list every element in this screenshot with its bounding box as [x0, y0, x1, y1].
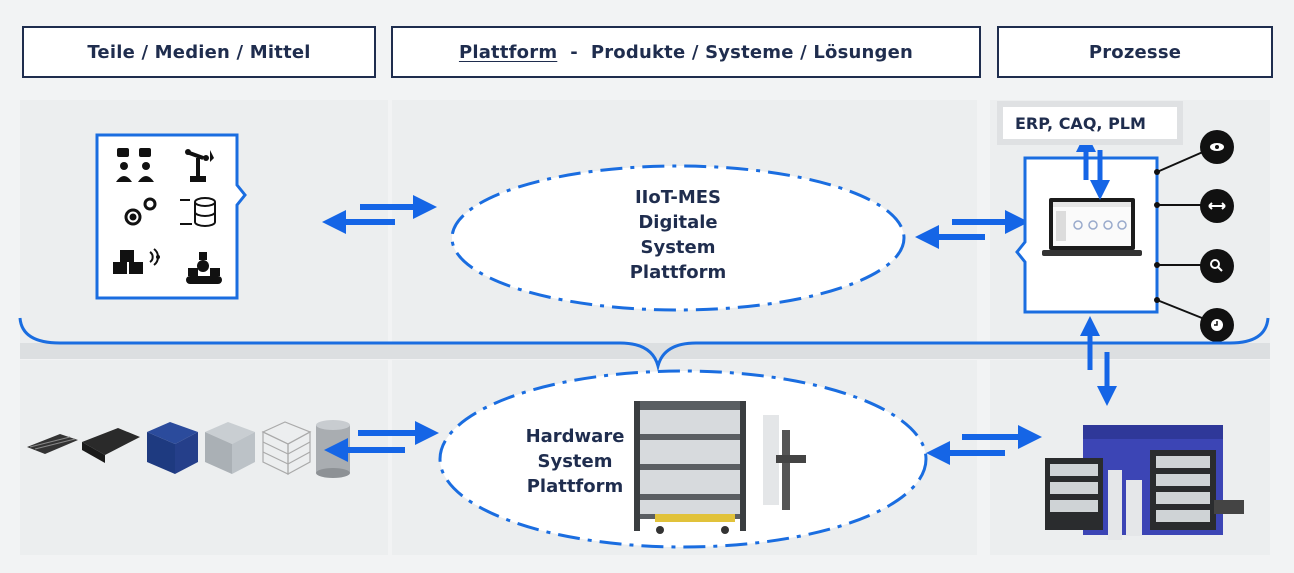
header-platform-underlined: Plattform: [458, 41, 558, 63]
metal-box-icon: [205, 422, 255, 474]
conveyor-icon: [186, 252, 222, 284]
lower-left-arrows: [324, 421, 439, 462]
iiot-line-4: Plattform: [629, 262, 727, 283]
header-platform: Plattform - Produkte / Systeme / Lösunge…: [391, 26, 981, 78]
rack-machine-icon: [634, 401, 806, 534]
hardware-line-3: Plattform: [526, 476, 624, 497]
iiot-line-1: IIoT-MES: [634, 187, 722, 208]
hardware-line-2: System: [537, 451, 613, 472]
upper-right-arrows: [915, 210, 1029, 249]
clock-icon: [1200, 308, 1234, 342]
tray-icon: [27, 434, 78, 454]
header-parts: Teile / Medien / Mittel: [22, 26, 376, 78]
erp-box: ERP, CAQ, PLM: [997, 101, 1183, 145]
double-arrow-icon: [1200, 189, 1234, 223]
divider-band: [20, 343, 1270, 359]
lower-right-arrows: [926, 425, 1042, 465]
eye-icon: [1200, 130, 1234, 164]
erp-arrows: [1076, 132, 1110, 200]
header-processes: Prozesse: [997, 26, 1273, 78]
header-parts-label: Teile / Medien / Mittel: [87, 41, 311, 63]
iiot-mes-ellipse: [450, 164, 906, 312]
iiot-line-3: System: [640, 237, 716, 258]
header-platform-rest: - Produkte / Systeme / Lösungen: [570, 41, 914, 63]
crate-icon: [147, 422, 198, 474]
robot-arm-icon: [185, 149, 214, 182]
boxes-wireless-icon: [113, 248, 160, 274]
gears-icon: [124, 197, 157, 226]
platform-brace: [18, 317, 1270, 372]
hardware-process-arrows: [1080, 316, 1117, 406]
hardware-text: Hardware System Plattform: [510, 424, 640, 499]
hardware-line-1: Hardware: [525, 426, 625, 447]
iiot-mes-text: IIoT-MES Digitale System Plattform: [578, 185, 778, 285]
iiot-line-2: Digitale: [638, 212, 718, 233]
database-sync-icon: [180, 197, 216, 227]
process-connectors: [1156, 147, 1213, 323]
erp-label: ERP, CAQ, PLM: [1003, 107, 1177, 139]
people-chat-icon: [116, 148, 154, 182]
tray-icon: [82, 428, 140, 463]
search-icon: [1200, 249, 1234, 283]
laptop-icon: [1042, 198, 1142, 256]
header-processes-label: Prozesse: [1088, 41, 1182, 63]
wire-basket-icon: [261, 421, 312, 476]
hardware-system-icon: [1045, 425, 1244, 540]
upper-left-arrows: [322, 195, 437, 234]
